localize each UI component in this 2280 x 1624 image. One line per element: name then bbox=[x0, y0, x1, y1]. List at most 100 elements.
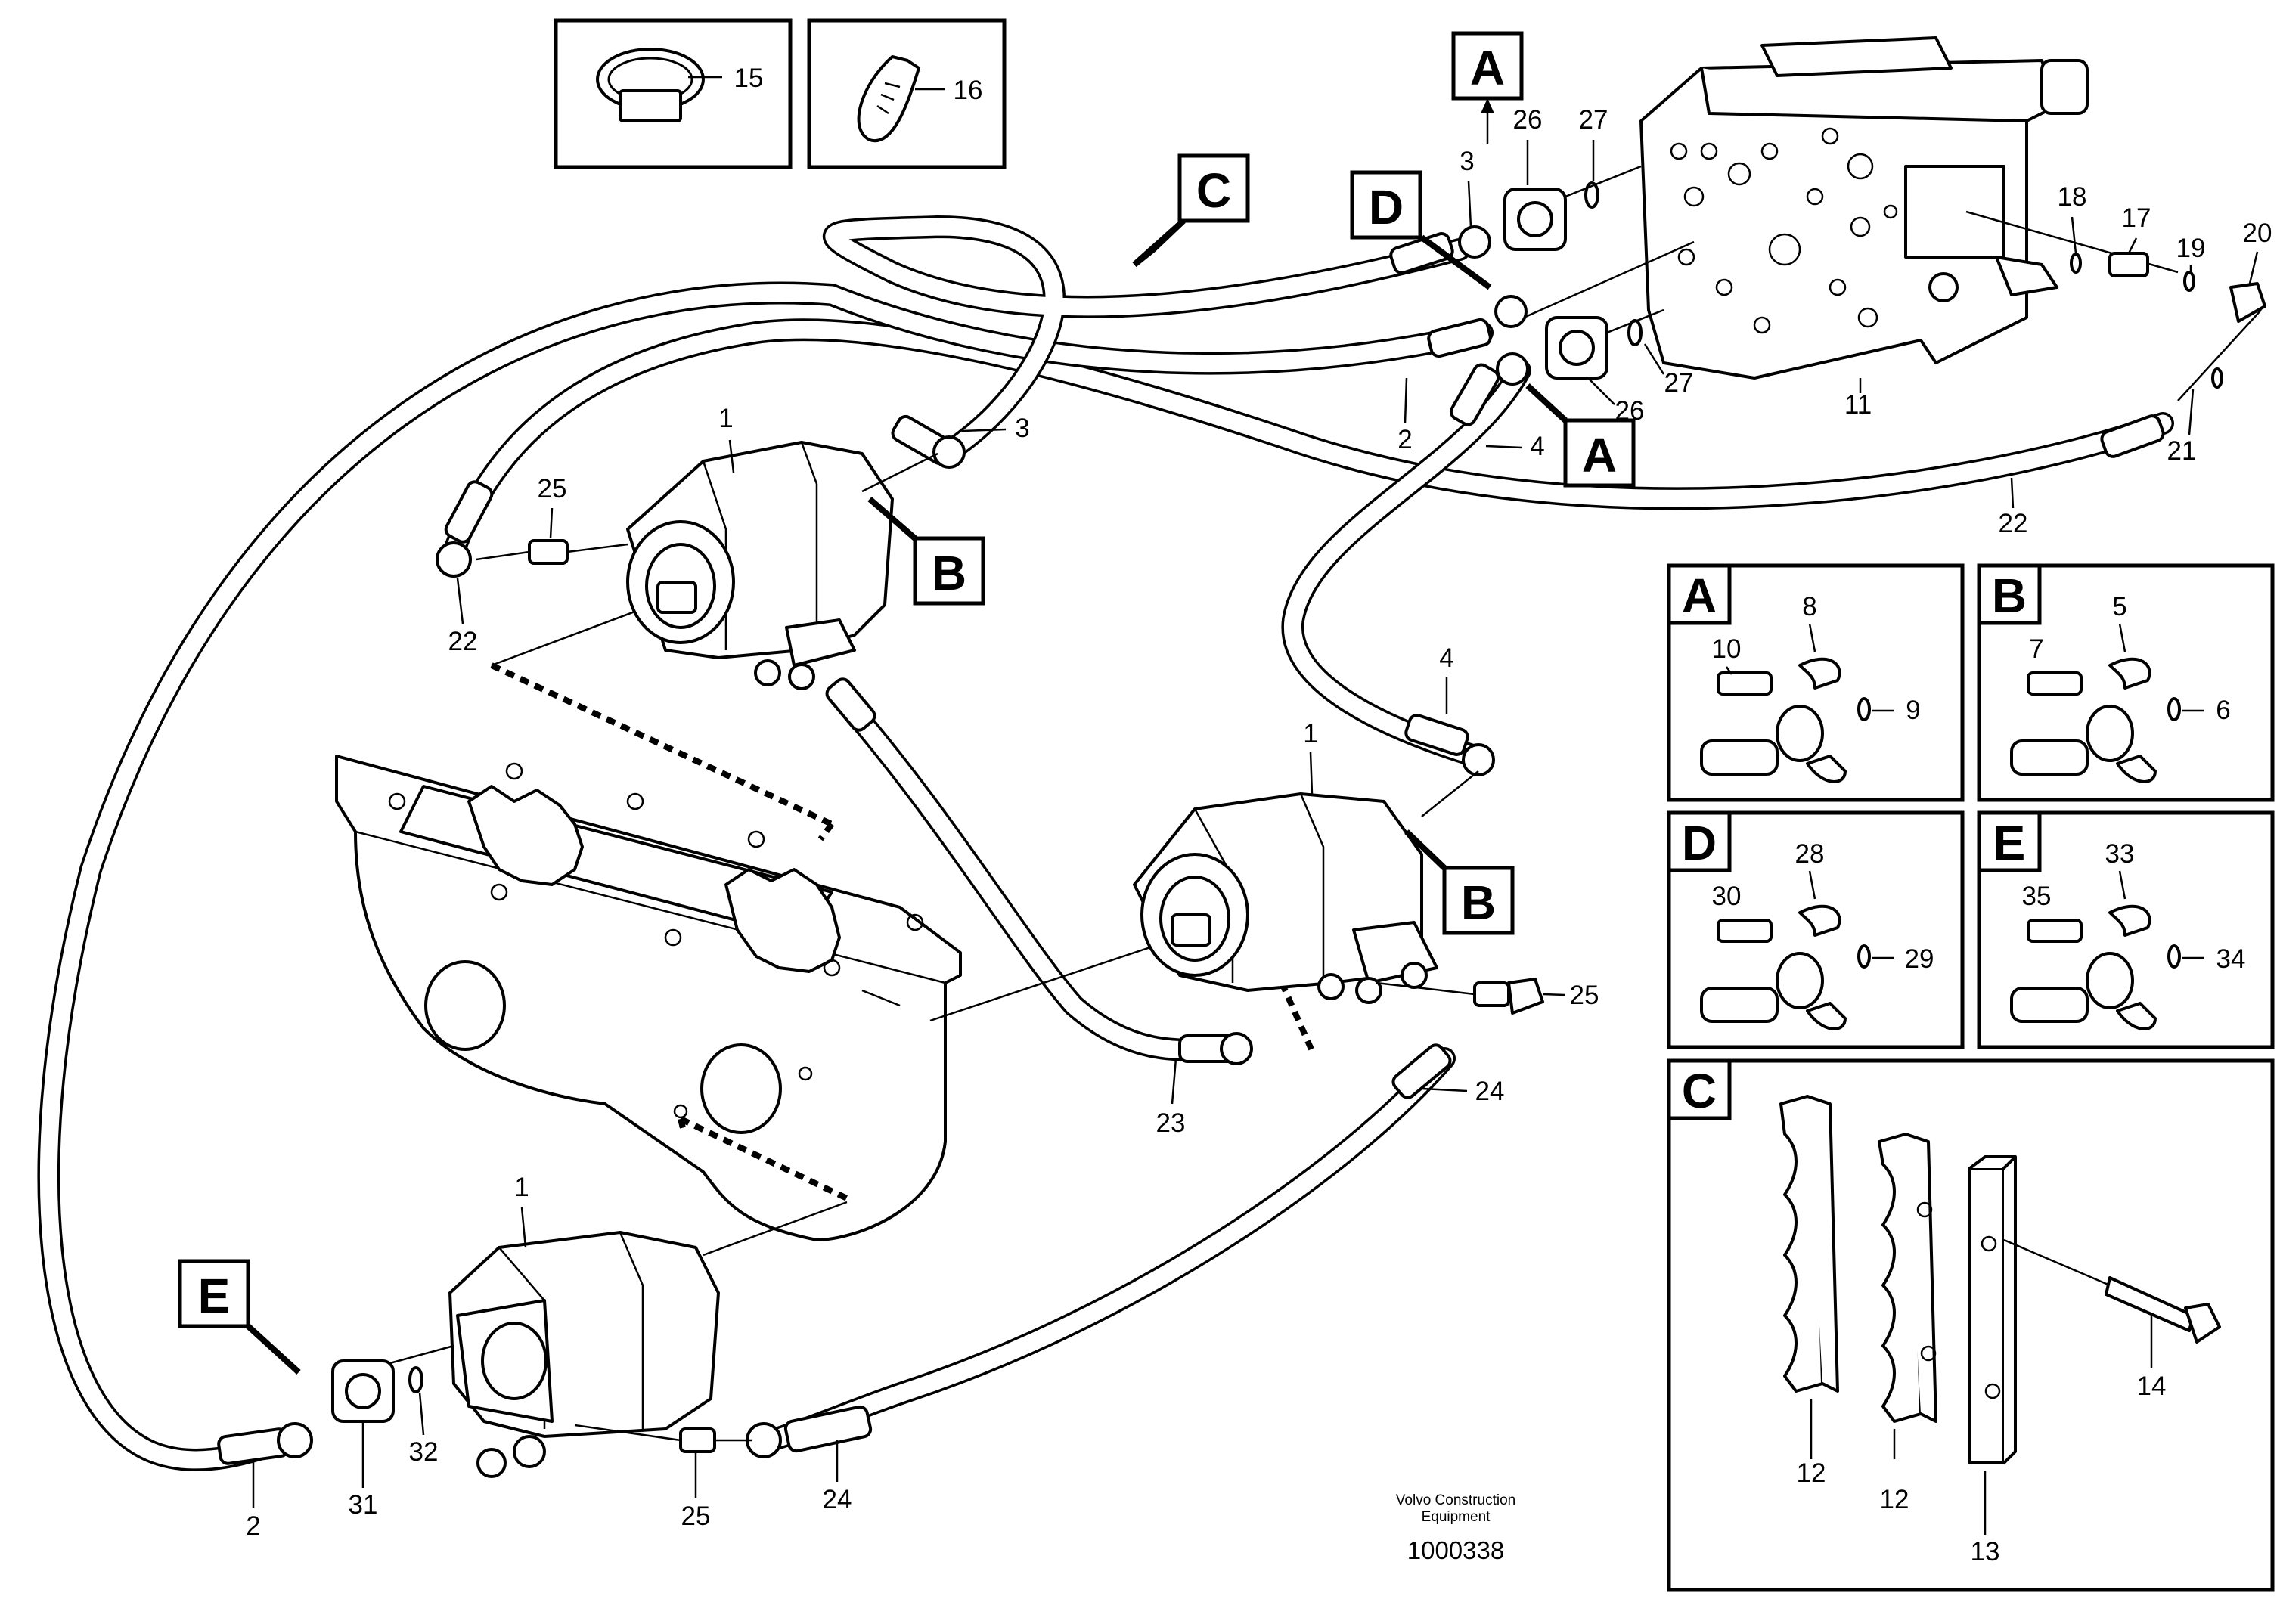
alignment-lines bbox=[490, 573, 1315, 1257]
letter-tag-label: B bbox=[1461, 876, 1496, 930]
pump-middle bbox=[1133, 770, 1479, 1004]
detail-panel-c: C 12 12 13 14 bbox=[1667, 1058, 2275, 1592]
callout-4-mid: 4 bbox=[1439, 643, 1453, 673]
panel-a-letter: A bbox=[1682, 569, 1717, 623]
callout-2-top: 2 bbox=[1397, 425, 1412, 454]
fitting-22-upper bbox=[2100, 414, 2165, 458]
callout-4-top: 4 bbox=[1530, 432, 1544, 461]
callout-1-top: 1 bbox=[718, 404, 733, 433]
panel-d-clamp-number: 28 bbox=[1795, 839, 1825, 869]
valve-fittings bbox=[1503, 165, 2266, 401]
hose-clamp-box bbox=[554, 18, 793, 169]
letter-tag-label: C bbox=[1196, 163, 1231, 218]
callout-arrow-icon bbox=[867, 496, 917, 541]
fitting-24-lower bbox=[783, 1405, 873, 1453]
panel-b-bolt-number: 7 bbox=[2029, 634, 2043, 664]
callout-26-top: 26 bbox=[1513, 105, 1543, 135]
callouts: 15 16 26 27 3 18 17 19 20 3 27 26 2 4 11… bbox=[246, 64, 2272, 1541]
elbow-20 bbox=[2229, 282, 2266, 323]
panel-c-letter: C bbox=[1682, 1064, 1717, 1118]
panel-b-letter: B bbox=[1992, 569, 2027, 623]
callout-25-lower: 25 bbox=[681, 1502, 711, 1531]
callout-arrow-icon bbox=[1525, 383, 1568, 423]
detail-panel-b: B 7 5 6 bbox=[1977, 563, 2275, 802]
nipple-25-lower bbox=[679, 1427, 716, 1453]
letter-tag-b-middle: B bbox=[1404, 829, 1515, 935]
cable-tie-icon bbox=[857, 55, 920, 143]
callout-1-mid: 1 bbox=[1303, 719, 1317, 748]
callout-26-lower: 26 bbox=[1615, 396, 1645, 426]
company-name-line1: Volvo Construction bbox=[1396, 1492, 1515, 1508]
callout-23: 23 bbox=[1156, 1108, 1186, 1138]
panel-a-clamp-number: 8 bbox=[1802, 592, 1816, 621]
gear-housing bbox=[335, 755, 962, 1241]
callout-22-top: 22 bbox=[1999, 509, 2028, 538]
panel-e-letter: E bbox=[1993, 816, 2026, 870]
panel-b-oring-number: 6 bbox=[2216, 696, 2230, 725]
nipple-17 bbox=[2108, 252, 2149, 277]
callout-arrow-icon bbox=[1419, 234, 1492, 290]
callout-25-mid: 25 bbox=[1570, 981, 1599, 1010]
fitting-2-upper bbox=[1427, 318, 1492, 358]
footer: Volvo Construction Equipment 1000338 bbox=[1396, 1492, 1515, 1564]
letter-tag-label: A bbox=[1470, 41, 1505, 95]
callout-24-mid: 24 bbox=[1475, 1077, 1505, 1106]
detail-panel-a: A 10 8 9 bbox=[1667, 563, 1965, 802]
callout-2-lower: 2 bbox=[246, 1511, 260, 1541]
detail-panel-d: D 30 28 29 bbox=[1667, 810, 1965, 1049]
letter-tag-a-top: A bbox=[1451, 31, 1524, 144]
callout-27-top: 27 bbox=[1579, 105, 1608, 135]
callout-22-left: 22 bbox=[448, 627, 478, 656]
callout-19: 19 bbox=[2176, 234, 2206, 263]
callout-arrow-icon bbox=[1404, 829, 1447, 870]
panel-d-bolt-number: 30 bbox=[1712, 882, 1742, 911]
panel-e-bolt-number: 35 bbox=[2022, 882, 2052, 911]
fitting-4-lower bbox=[1404, 714, 1469, 756]
callout-arrow-icon bbox=[1132, 218, 1186, 268]
fitting-4-upper bbox=[1449, 363, 1500, 426]
callout-1-lower: 1 bbox=[514, 1173, 529, 1202]
elbow-25-middle bbox=[1507, 978, 1544, 1015]
letter-tag-label: D bbox=[1369, 180, 1404, 234]
gear-right bbox=[724, 868, 841, 973]
letter-tag-a-lower: A bbox=[1525, 383, 1636, 488]
hose-fittings bbox=[217, 225, 2165, 1465]
panel-c-plate-number: 13 bbox=[1971, 1537, 2000, 1567]
pump-top bbox=[626, 441, 938, 690]
letter-tag-label: A bbox=[1582, 428, 1617, 482]
callout-24-lower: 24 bbox=[823, 1485, 852, 1514]
callout-21: 21 bbox=[2167, 436, 2197, 466]
letter-tag-c: C bbox=[1132, 153, 1250, 268]
hose-clamp-icon bbox=[596, 48, 705, 122]
letter-tag-d: D bbox=[1350, 170, 1492, 290]
control-valve bbox=[1639, 36, 2089, 380]
panel-d-letter: D bbox=[1682, 816, 1717, 870]
callout-20: 20 bbox=[2243, 218, 2272, 248]
company-name-line2: Equipment bbox=[1422, 1509, 1491, 1525]
screw-14 bbox=[2105, 1276, 2195, 1332]
callout-11: 11 bbox=[1844, 390, 1872, 420]
nipple-25-middle bbox=[1473, 981, 1510, 1007]
callout-3-mid: 3 bbox=[1015, 414, 1029, 443]
callout-16: 16 bbox=[954, 76, 983, 105]
panel-e-oring-number: 34 bbox=[2216, 944, 2246, 974]
callout-17: 17 bbox=[2122, 203, 2151, 233]
callout-25-top: 25 bbox=[538, 474, 567, 504]
callout-3-top: 3 bbox=[1460, 147, 1474, 176]
callout-18: 18 bbox=[2058, 182, 2087, 212]
panel-b-clamp-number: 5 bbox=[2112, 592, 2126, 621]
nipple-25-top bbox=[528, 539, 569, 565]
callout-15: 15 bbox=[734, 64, 764, 93]
hoses bbox=[37, 215, 2174, 1471]
panel-e-clamp-number: 33 bbox=[2105, 839, 2135, 869]
fitting-22-lower bbox=[444, 480, 494, 544]
gear-left bbox=[467, 785, 584, 886]
callout-32: 32 bbox=[409, 1437, 439, 1467]
panel-d-oring-number: 29 bbox=[1905, 944, 1934, 974]
panel-c-clamp-left-number: 12 bbox=[1797, 1458, 1826, 1488]
panel-c-clamp-right-number: 12 bbox=[1880, 1485, 1909, 1514]
pump-fittings bbox=[476, 539, 1544, 1453]
cable-tie-box bbox=[807, 18, 1007, 169]
panel-a-bolt-number: 10 bbox=[1712, 634, 1742, 664]
